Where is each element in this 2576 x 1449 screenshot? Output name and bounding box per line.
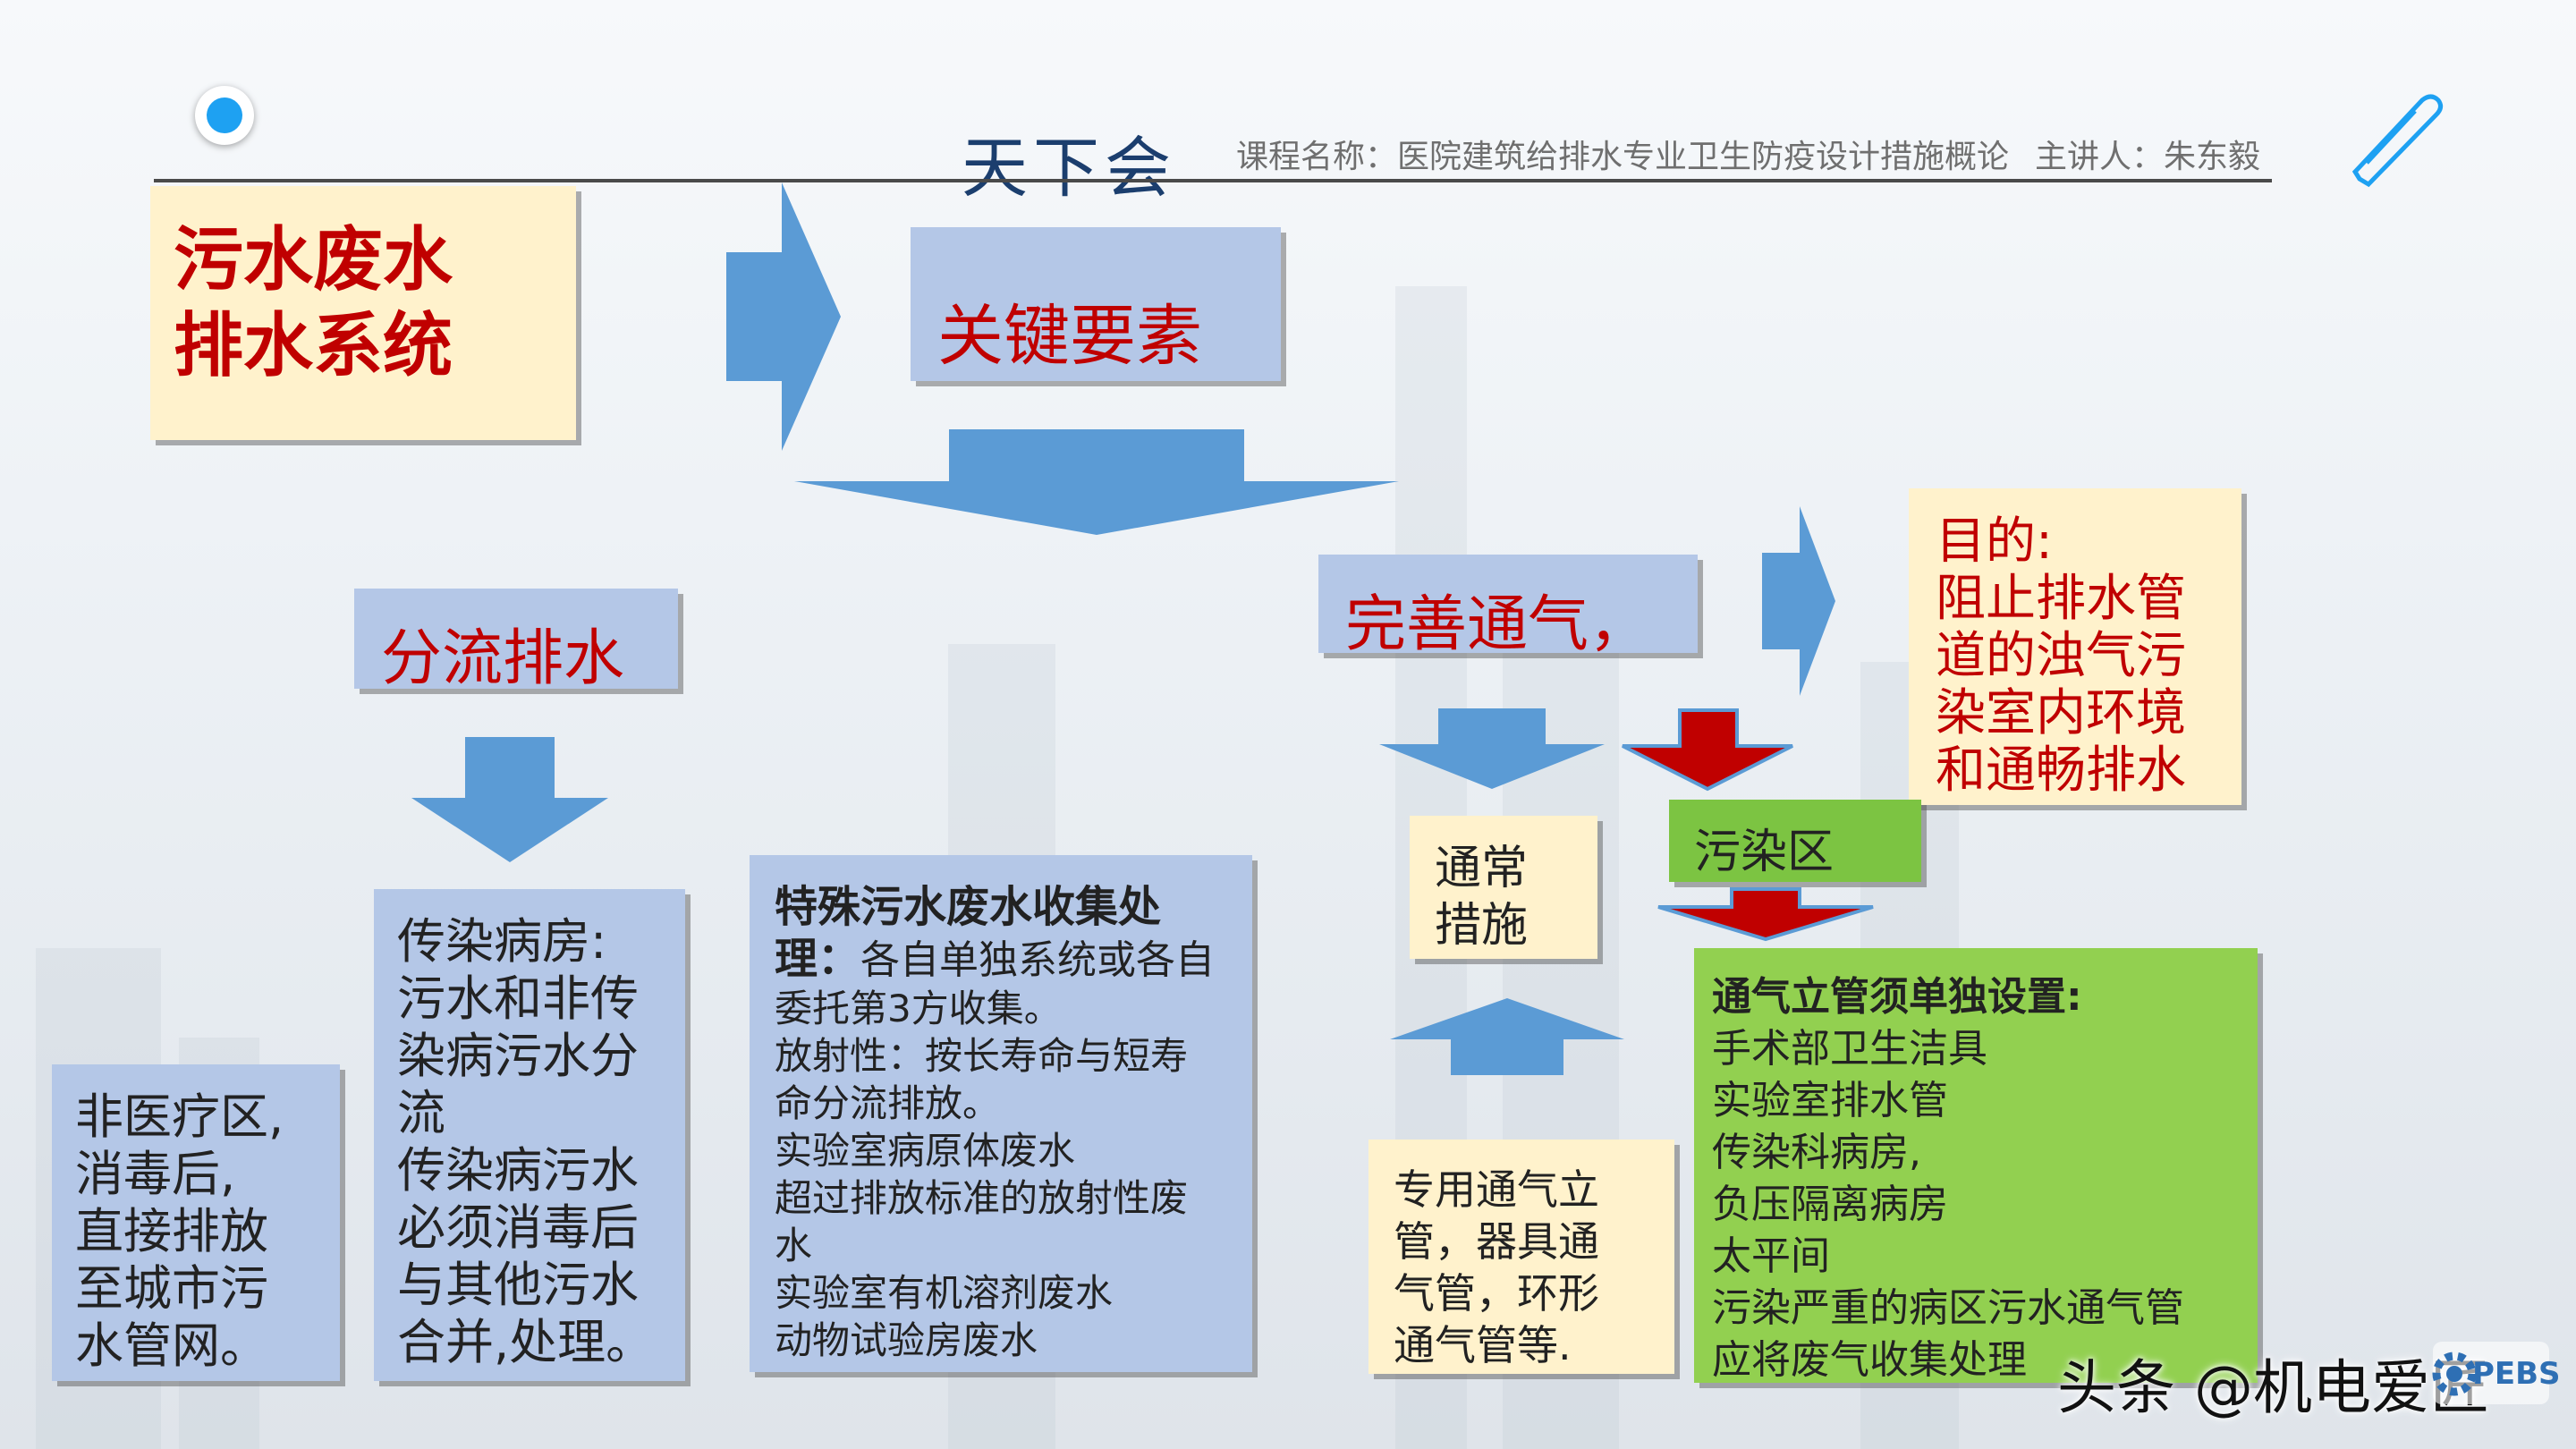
non-medical-line: 至城市污 (75, 1260, 268, 1317)
vent-label: 完善通气， (1345, 589, 1650, 660)
arrow-down-big (794, 429, 1399, 535)
arrow-right-2 (1762, 506, 1835, 696)
vent-stack-line: 负压隔离病房 (1712, 1182, 1948, 1227)
vent-stack-box: 通气立管须单独设置: 手术部卫生洁具实验室排水管传染科病房, 负压隔离病房太平间污… (1694, 948, 2258, 1383)
purpose-line: 道的浊气污 (1936, 627, 2186, 685)
non-medical-line: 非医疗区, (75, 1089, 284, 1145)
purpose-line: 目的: (1936, 513, 2053, 571)
infectious-ward-line: 染病污水分 (397, 1028, 639, 1084)
dedicated-vent-line: 通气管等. (1394, 1321, 1572, 1369)
key-elements-label: 关键要素 (937, 298, 1202, 375)
non-medical-line: 直接排放 (75, 1203, 268, 1259)
normal-measures-box: 通常措施 (1410, 816, 1597, 959)
special-title-line2-row: 理：各自单独系统或各自 (775, 923, 1215, 986)
logo-text: 天下会 (962, 130, 1176, 207)
dedicated-vent-line: 气管，环形 (1394, 1269, 1599, 1318)
vent-stack-line: 传染科病房, (1712, 1130, 1921, 1175)
dedicated-vent-box: 专用通气立管，器具通气管，环形通气管等. (1368, 1140, 1674, 1374)
infectious-ward-line: 与其他污水 (397, 1257, 639, 1313)
special-line: 实验室病原体废水 (775, 1129, 1076, 1173)
arrow-down-stack (1657, 887, 1874, 942)
polluted-zone-box: 污染区 (1669, 800, 1921, 882)
infectious-ward-line: 必须消毒后 (397, 1199, 639, 1256)
title-line1: 污水废水 (174, 220, 453, 301)
vent-stack-line: 太平间 (1712, 1233, 1830, 1279)
infectious-ward-line: 污水和非传 (397, 970, 639, 1027)
vent-stack-line: 手术部卫生洁具 (1712, 1026, 1987, 1072)
dedicated-vent-line: 专用通气立 (1394, 1165, 1599, 1214)
non-medical-box: 非医疗区,消毒后,直接排放至城市污水管网。 (52, 1064, 340, 1381)
non-medical-line: 水管网。 (75, 1318, 268, 1374)
vent-stack-line: 污染严重的病区污水通气管 (1712, 1285, 2184, 1331)
special-line: 超过排放标准的放射性废 (775, 1176, 1189, 1220)
title-line2: 排水系统 (174, 306, 453, 386)
pen-icon (2351, 94, 2444, 188)
polluted-zone-label: 污染区 (1694, 826, 1835, 879)
infectious-ward-line: 合并,处理。 (397, 1314, 655, 1370)
header-rule (154, 179, 2272, 182)
arrow-right-1 (726, 182, 841, 451)
vent-stack-title: 通气立管须单独设置: (1712, 974, 2082, 1020)
vent-stack-line: 应将废气收集处理 (1712, 1337, 2027, 1383)
purpose-box: 目的:阻止排水管道的浊气污染室内环境和通畅排水 (1909, 488, 2241, 805)
arrow-down-split (411, 737, 608, 862)
infectious-ward-line: 流 (397, 1085, 445, 1141)
purpose-line: 阻止排水管 (1936, 570, 2186, 628)
special-wastewater-box: 特殊污水废水收集处 理：各自单独系统或各自 委托第3方收集。放射性：按长寿命与短… (750, 855, 1252, 1372)
key-elements-box: 关键要素 (911, 227, 1281, 381)
non-medical-line: 消毒后, (75, 1146, 236, 1202)
arrow-down-normal (1379, 708, 1605, 789)
watermark-badge: PEBS (2432, 1342, 2561, 1404)
special-line2-rest: 各自单独系统或各自 (860, 937, 1216, 983)
arrow-up-normal (1390, 998, 1624, 1075)
course-title: 课程名称：医院建筑给排水专业卫生防疫设计措施概论 (1236, 139, 2010, 175)
special-title-line2: 理： (775, 934, 861, 984)
speaker: 主讲人：朱东毅 (2035, 139, 2261, 175)
vent-box: 完善通气， (1318, 555, 1698, 660)
infectious-ward-box: 传染病房:污水和非传染病污水分流传染病污水必须消毒后与其他污水合并,处理。 (374, 889, 685, 1381)
special-line: 放射性：按长寿命与短寿 (775, 1034, 1189, 1078)
normal-measures-line: 通常 (1435, 842, 1529, 895)
normal-measures-line: 措施 (1435, 899, 1529, 953)
watermark-text: 头条 @机电爱匠 (2057, 1353, 2489, 1422)
arrow-down-polluted (1622, 708, 1793, 792)
special-line: 委托第3方收集。 (775, 987, 1062, 1030)
split-drainage-box: 分流排水 (354, 589, 678, 694)
special-line: 命分流排放。 (775, 1081, 1001, 1125)
purpose-line: 染室内环境 (1936, 684, 2186, 742)
bullet-dot (195, 86, 254, 145)
dedicated-vent-line: 管，器具通 (1394, 1217, 1599, 1266)
vent-stack-line: 实验室排水管 (1712, 1078, 1948, 1123)
special-line: 水 (775, 1224, 813, 1267)
special-title-line1: 特殊污水废水收集处 (775, 882, 1162, 932)
infectious-ward-line: 传染病污水 (397, 1142, 639, 1199)
special-line: 动物试验房废水 (775, 1318, 1038, 1362)
purpose-line: 和通畅排水 (1936, 741, 2186, 800)
split-drainage-label: 分流排水 (381, 623, 625, 694)
badge-label: PEBS (2472, 1356, 2561, 1392)
special-line: 实验室有机溶剂废水 (775, 1271, 1114, 1315)
infectious-ward-line: 传染病房: (397, 913, 607, 970)
title-box: 污水废水 排水系统 (150, 186, 576, 440)
gear-icon (2432, 1352, 2477, 1396)
